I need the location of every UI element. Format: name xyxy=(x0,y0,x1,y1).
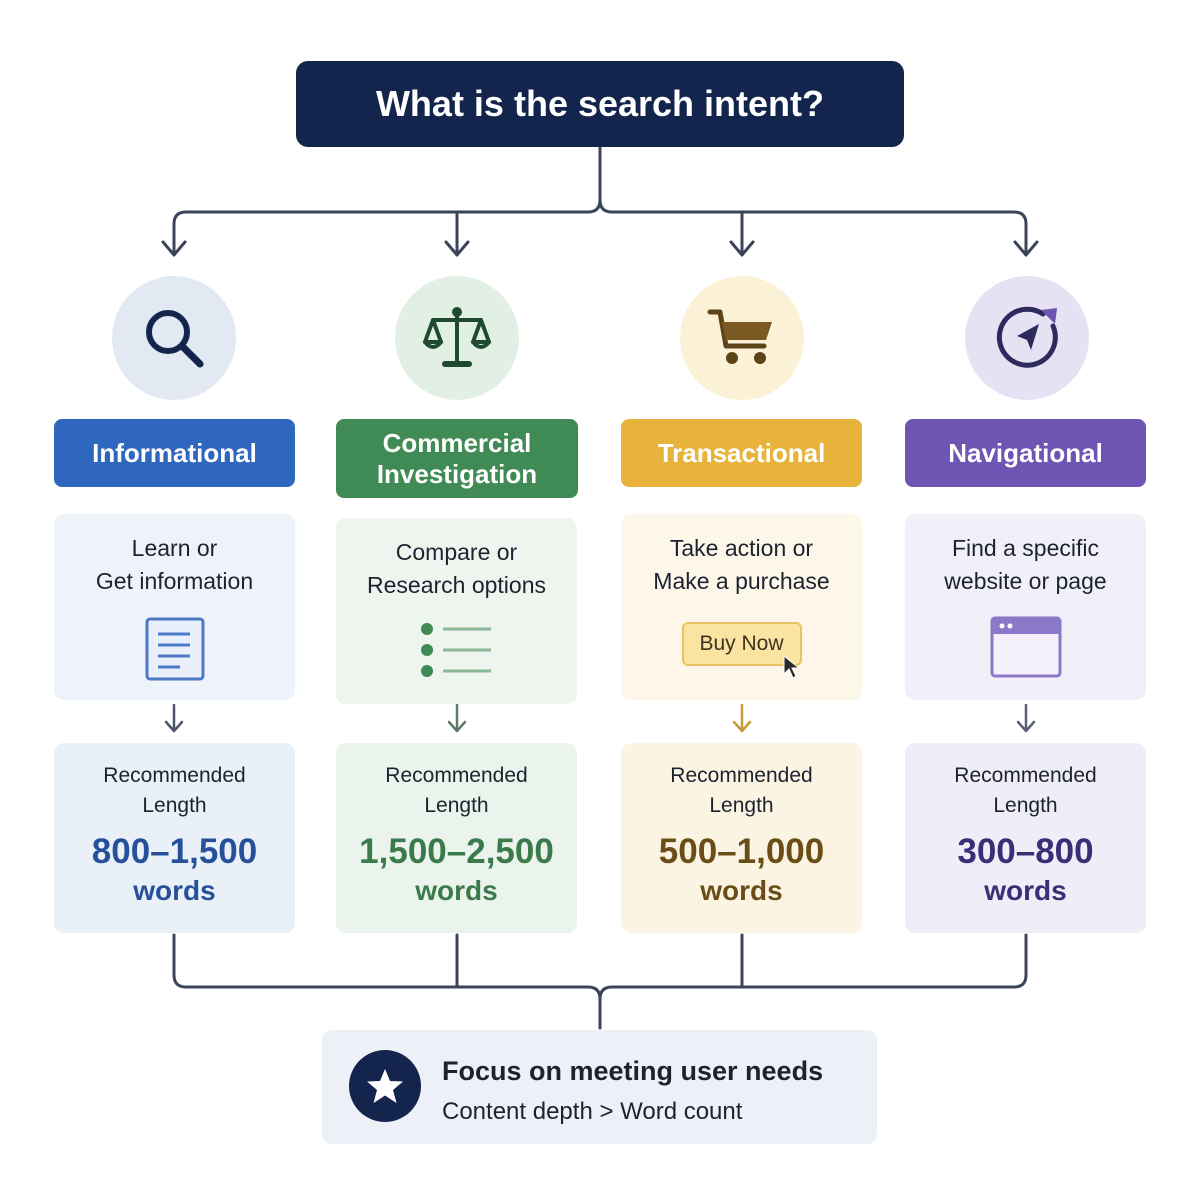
footer-title: Focus on meeting user needs xyxy=(442,1056,824,1086)
transactional-description-card: Take action or Make a purchase Buy Now xyxy=(621,514,862,700)
star-icon xyxy=(349,1050,421,1122)
length-caption: Recommended Length xyxy=(670,764,813,817)
length-unit: words xyxy=(415,875,498,906)
navigational-description-card: Find a specific website or page xyxy=(905,514,1146,700)
balance-scale-icon xyxy=(423,307,491,367)
length-unit: words xyxy=(700,875,783,906)
navigational-label: Navigational xyxy=(905,419,1146,487)
length-caption: Recommended Length xyxy=(385,764,528,817)
length-range: 1,500–2,500 xyxy=(359,832,554,871)
length-unit: words xyxy=(984,875,1067,906)
informational-label: Informational xyxy=(54,419,295,487)
length-range: 800–1,500 xyxy=(91,832,258,871)
commercial-description: Compare or Research options xyxy=(367,539,546,598)
informational-icon-circle xyxy=(112,276,236,400)
informational-length-card: Recommended Length 800–1,500 words xyxy=(54,743,295,933)
length-caption: Recommended Length xyxy=(103,764,246,817)
commercial-length-card: Recommended Length 1,500–2,500 words xyxy=(336,743,577,933)
buy-now-label: Buy Now xyxy=(699,632,784,655)
diagram-title: What is the search intent? xyxy=(296,61,904,147)
cursor-icon xyxy=(783,654,800,679)
transactional-description: Take action or Make a purchase xyxy=(653,535,830,594)
length-caption: Recommended Length xyxy=(954,764,1097,817)
buy-now-button[interactable]: Buy Now xyxy=(681,622,802,679)
document-icon xyxy=(144,616,206,687)
informational-description-card: Learn or Get information xyxy=(54,514,295,700)
transactional-label: Transactional xyxy=(621,419,862,487)
length-unit: words xyxy=(133,875,216,906)
navigational-icon-circle xyxy=(965,276,1089,400)
length-range: 500–1,000 xyxy=(658,832,825,871)
informational-description: Learn or Get information xyxy=(95,535,254,594)
footer-callout: Focus on meeting user needs Content dept… xyxy=(322,1030,877,1144)
navigational-description: Find a specific website or page xyxy=(944,535,1107,594)
magnifier-icon xyxy=(146,310,204,368)
transactional-length-card: Recommended Length 500–1,000 words xyxy=(621,743,862,933)
navigational-length-card: Recommended Length 300–800 words xyxy=(905,743,1146,933)
bullet-list-icon xyxy=(419,620,495,685)
browser-window-icon xyxy=(990,616,1062,683)
compass-icon xyxy=(996,306,1058,368)
shopping-cart-icon xyxy=(707,309,772,364)
transactional-icon-circle xyxy=(680,276,804,400)
commercial-icon-circle xyxy=(395,276,519,400)
commercial-description-card: Compare or Research options xyxy=(336,518,577,704)
commercial-investigation-label: Commercial Investigation xyxy=(336,419,578,498)
length-range: 300–800 xyxy=(957,832,1094,871)
footer-subtitle: Content depth > Word count xyxy=(442,1098,743,1125)
